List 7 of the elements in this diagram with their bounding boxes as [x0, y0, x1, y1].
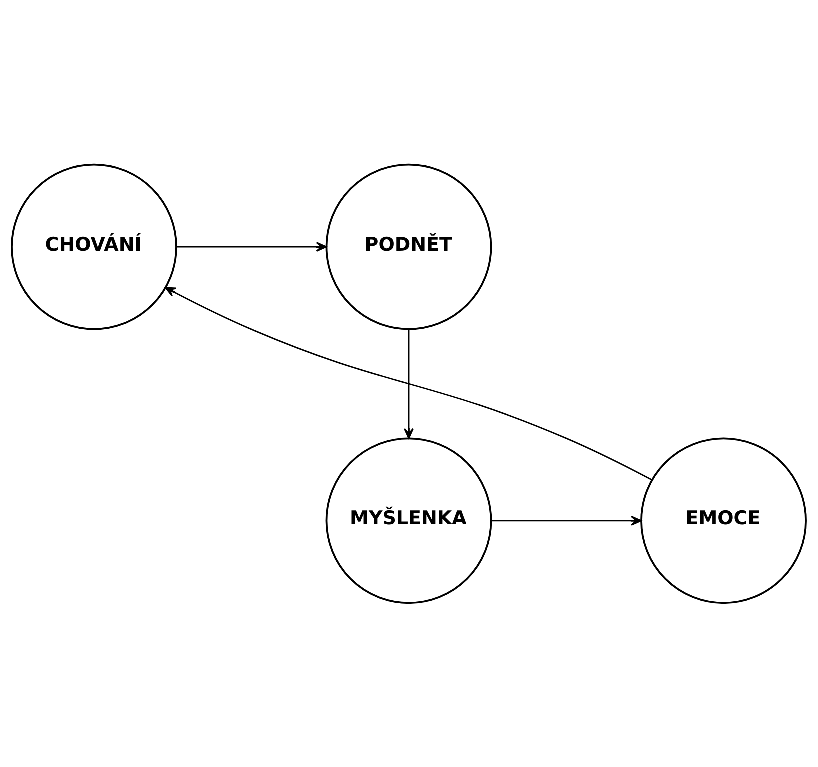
arrow	[404, 329, 414, 439]
arrow	[491, 515, 642, 526]
node-circle: PODNĚT	[326, 163, 492, 330]
arrow	[176, 242, 328, 252]
arrow	[165, 286, 652, 480]
node-circle: EMOCE	[640, 437, 807, 604]
node-circle: MYŠLENKA	[326, 437, 492, 604]
